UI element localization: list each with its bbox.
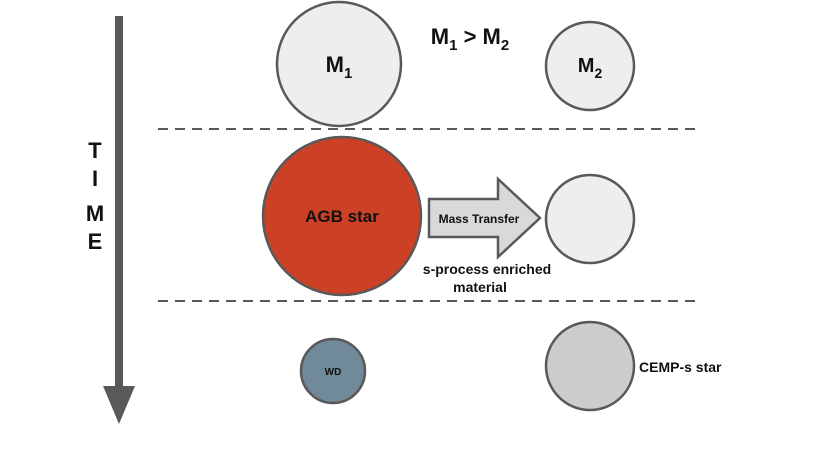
transfer-caption-line2: material	[453, 279, 507, 295]
white-dwarf: WD	[299, 337, 367, 405]
star-m1: M1	[275, 0, 403, 128]
time-letter-i: I	[92, 166, 98, 191]
svg-text:M1: M1	[326, 52, 353, 82]
star-m2-label: M	[578, 55, 595, 77]
relation-left: M	[431, 24, 449, 49]
cemp-s-star-label: CEMP-s star	[639, 359, 722, 375]
time-letter-t: T	[88, 138, 102, 163]
agb-star: AGB star	[261, 135, 423, 297]
companion-star	[544, 173, 636, 265]
star-m2-subscript: 2	[594, 65, 602, 81]
relation-right: M	[483, 24, 501, 49]
white-dwarf-label: WD	[325, 367, 342, 378]
mass-transfer-arrow: Mass Transfer	[427, 176, 542, 260]
cemp-s-star	[544, 320, 636, 412]
mass-relation: M1 > M2	[431, 24, 509, 54]
relation-op: >	[457, 24, 482, 49]
relation-right-sub: 2	[501, 37, 509, 54]
star-m1-label: M	[326, 52, 344, 77]
svg-text:M1 > M2: M1 > M2	[431, 24, 509, 54]
relation-left-sub: 1	[449, 37, 457, 54]
mass-transfer-label: Mass Transfer	[439, 212, 520, 226]
time-letter-e: E	[88, 229, 103, 254]
time-letter-m: M	[86, 201, 104, 226]
time-arrow	[103, 16, 135, 424]
svg-text:M2: M2	[578, 55, 603, 81]
time-label: T I M E	[86, 138, 104, 254]
transfer-caption-line1: s-process enriched	[423, 261, 551, 277]
agb-star-label: AGB star	[305, 207, 379, 226]
star-m1-subscript: 1	[344, 65, 352, 82]
star-m2: M2	[544, 20, 636, 112]
